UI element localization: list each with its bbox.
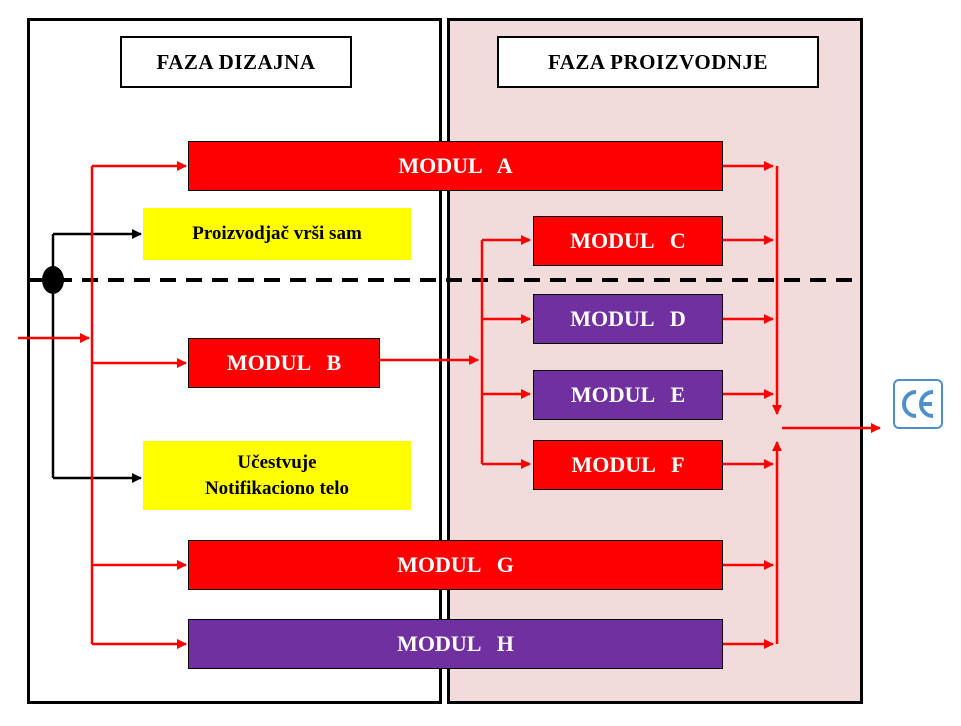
- module-b: MODUL B: [188, 338, 380, 388]
- module-h: MODUL H: [188, 619, 723, 669]
- module-d: MODUL D: [533, 294, 723, 344]
- module-g: MODUL G: [188, 540, 723, 590]
- red-design-connectors: [18, 161, 187, 649]
- module-c: MODUL C: [533, 216, 723, 266]
- module-f: MODUL F: [533, 440, 723, 490]
- junction-dot: [42, 266, 64, 294]
- module-a: MODUL A: [188, 141, 723, 191]
- note-notified-line2: Notifikaciono telo: [204, 477, 350, 499]
- module-e: MODUL E: [533, 370, 723, 420]
- production-phase-title: FAZA PROIZVODNJE: [497, 36, 819, 88]
- red-collector-connectors: [723, 161, 881, 649]
- note-manufacturer-self: Proizvodjač vrši sam: [143, 208, 411, 260]
- red-production-connectors: [380, 235, 531, 469]
- note-notified-body: Učestvuje Notifikaciono telo: [143, 441, 411, 510]
- design-phase-title: FAZA DIZAJNA: [120, 36, 352, 88]
- note-notified-line1: Učestvuje: [237, 451, 317, 473]
- black-connector: [51, 229, 142, 483]
- ce-mark-icon: [893, 379, 943, 429]
